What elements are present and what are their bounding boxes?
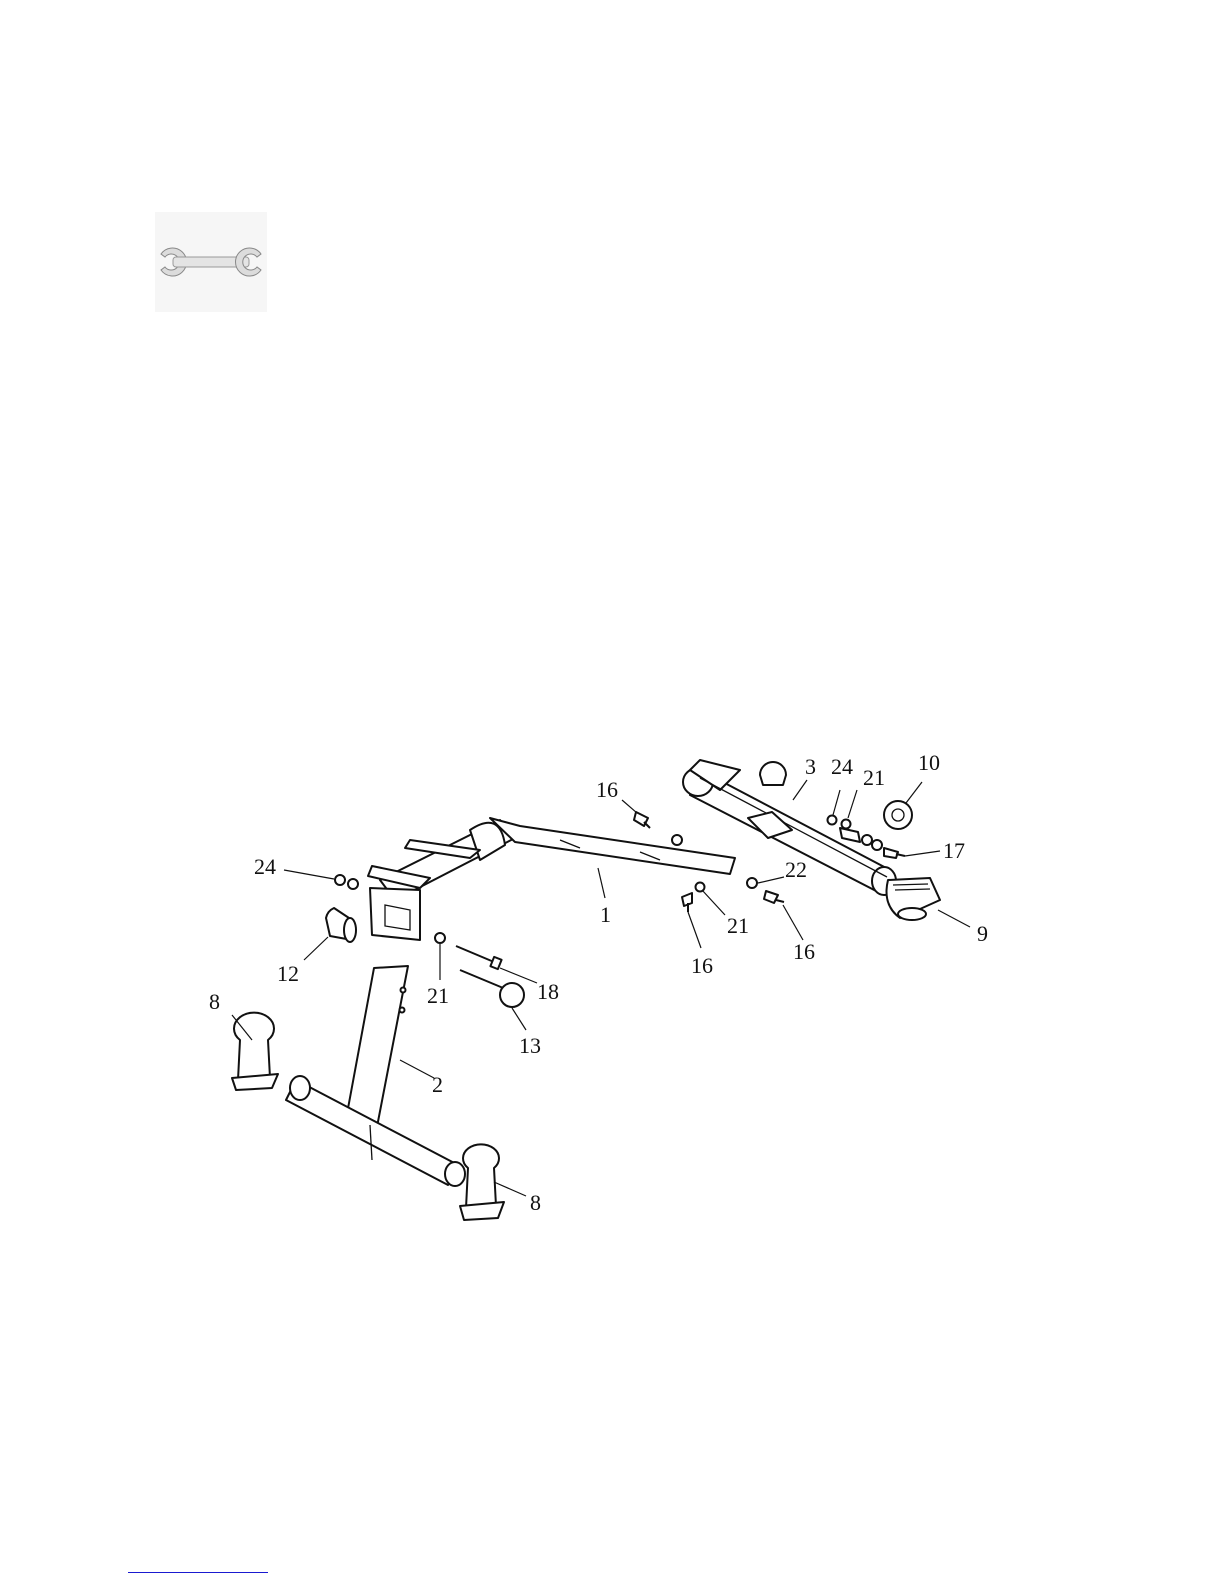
label-part-10: 10 xyxy=(918,750,940,775)
label-part-2: 2 xyxy=(432,1072,443,1097)
label-part-18: 18 xyxy=(537,979,559,1004)
label-part-21: 21 xyxy=(863,765,885,790)
part-number-labels: 1 2 3 8 8 9 10 12 13 16 16 16 17 18 21 2… xyxy=(209,750,988,1215)
wheel-cap-part xyxy=(887,878,941,920)
label-part-9: 9 xyxy=(977,921,988,946)
main-frame-part xyxy=(368,818,735,940)
long-bolt-part xyxy=(456,946,502,969)
label-part-13: 13 xyxy=(519,1033,541,1058)
label-part-1: 1 xyxy=(600,902,611,927)
label-part-24: 24 xyxy=(254,854,276,879)
label-part-21: 21 xyxy=(727,913,749,938)
label-part-17: 17 xyxy=(943,838,965,863)
label-part-16: 16 xyxy=(596,777,618,802)
wheel-part xyxy=(884,801,912,829)
front-cap-part xyxy=(326,908,356,942)
label-part-24: 24 xyxy=(831,754,853,779)
label-part-22: 22 xyxy=(785,857,807,882)
end-cap-part xyxy=(460,1144,504,1220)
label-part-8: 8 xyxy=(209,989,220,1014)
label-part-21: 21 xyxy=(427,983,449,1008)
label-part-12: 12 xyxy=(277,961,299,986)
label-part-8: 8 xyxy=(530,1190,541,1215)
label-part-3: 3 xyxy=(805,754,816,779)
pin-knob-part xyxy=(460,970,524,1007)
label-part-16: 16 xyxy=(691,953,713,978)
label-part-16: 16 xyxy=(793,939,815,964)
footnote-separator xyxy=(128,1572,268,1573)
